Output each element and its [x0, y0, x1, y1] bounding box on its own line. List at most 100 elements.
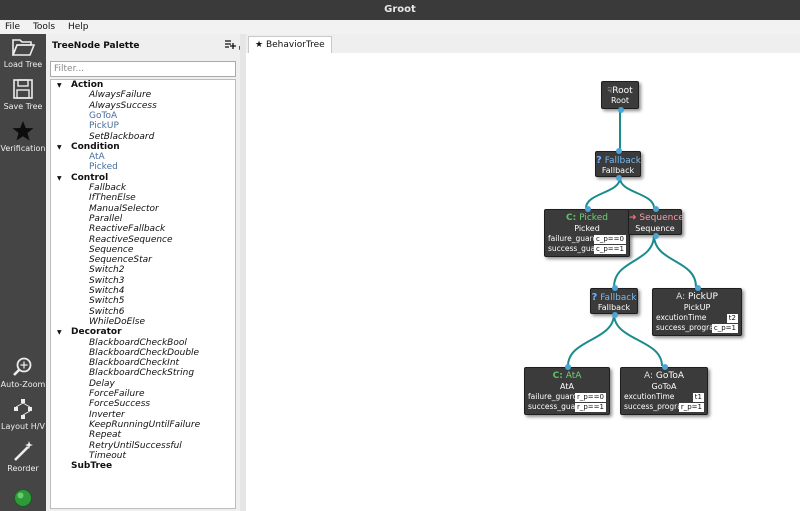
panel-splitter[interactable] [240, 34, 246, 511]
palette-item[interactable]: Repeat [89, 430, 122, 441]
folder-open-icon [11, 39, 35, 56]
port-value[interactable]: r_p=1 [678, 403, 704, 412]
layout-button[interactable]: Layout H/V [0, 398, 46, 431]
edge-fallback-sequence [619, 177, 655, 209]
palette-item[interactable]: BlackboardCheckDouble [89, 347, 200, 358]
node-fallback-1-name: Fallback [601, 166, 635, 175]
load-tree-button[interactable]: Load Tree [0, 36, 46, 69]
auto-zoom-button[interactable]: Auto-Zoom [0, 356, 46, 389]
node-picked[interactable]: C: Picked Picked failure_guard c_p==0 su… [544, 206, 630, 257]
menu-help[interactable]: Help [67, 22, 89, 32]
palette-item[interactable]: SequenceStar [89, 255, 152, 266]
palette-item[interactable]: IfThenElse [89, 193, 136, 204]
node-fallback-1[interactable]: ? Fallback Fallback [595, 148, 641, 181]
palette-item[interactable]: Switch5 [89, 296, 125, 307]
palette-item[interactable]: ReactiveSequence [89, 234, 173, 245]
palette-item[interactable]: Switch3 [89, 275, 125, 286]
palette-item[interactable]: BlackboardCheckBool [89, 337, 187, 348]
palette-item[interactable]: ManualSelector [89, 203, 159, 214]
palette-title: TreeNode Palette [52, 41, 140, 51]
port-in[interactable] [565, 364, 571, 370]
port-value[interactable]: c_p==0 [594, 235, 626, 244]
status-led-icon [14, 489, 32, 507]
palette-item[interactable]: Delay [89, 378, 115, 389]
expand-arrow-icon[interactable]: ▼ [57, 82, 62, 89]
save-tree-button[interactable]: Save Tree [0, 78, 46, 111]
palette-item[interactable]: ForceSuccess [89, 399, 151, 410]
palette-item[interactable]: BlackboardCheckString [89, 368, 195, 379]
port-in[interactable] [612, 285, 618, 291]
port-in[interactable] [695, 285, 701, 291]
palette-item[interactable]: RetryUntilSuccessful [89, 440, 182, 451]
palette-category-decorator[interactable]: ▼Decorator [57, 327, 122, 337]
expand-arrow-icon[interactable]: ▼ [57, 143, 62, 151]
node-gotoa[interactable]: A: GoToA GoToA excutionTime t1 success_p… [620, 364, 708, 415]
palette-item[interactable]: AlwaysFailure [89, 90, 152, 101]
palette-item[interactable]: KeepRunningUntilFailure [89, 419, 201, 430]
port-value[interactable]: c_p==1 [594, 245, 626, 254]
palette-item[interactable]: SetBlackboard [89, 131, 155, 142]
node-fallback-2[interactable]: ? Fallback Fallback [590, 285, 638, 318]
port-in[interactable] [653, 206, 659, 212]
palette-item[interactable]: WhileDoElse [89, 316, 145, 327]
palette-item[interactable]: Switch6 [89, 306, 125, 317]
port-in[interactable] [616, 148, 622, 154]
palette-item[interactable]: Timeout [89, 450, 127, 461]
port-out[interactable] [618, 107, 624, 113]
port-in[interactable] [585, 206, 591, 212]
palette-item[interactable]: Switch2 [89, 265, 125, 276]
palette-item[interactable]: BlackboardCheckInt [89, 358, 180, 369]
port-value[interactable]: c_p=1 [711, 324, 738, 333]
palette-item[interactable]: Sequence [89, 244, 134, 255]
root-tree-icon: ☟ [607, 86, 613, 95]
menu-tools[interactable]: Tools [32, 22, 56, 32]
node-pickup[interactable]: A: PickUP PickUP excutionTime t2 success… [652, 285, 742, 336]
palette-item[interactable]: GoToA [89, 110, 118, 121]
palette-item[interactable]: Inverter [89, 409, 125, 420]
palette-item[interactable]: AtA [89, 152, 105, 163]
tab-behaviortree[interactable]: ★ BehaviorTree [248, 36, 332, 53]
node-sequence[interactable]: ➜ Sequence Sequence [628, 206, 684, 239]
port-value[interactable]: t1 [692, 393, 704, 402]
palette-item[interactable]: Picked [89, 162, 118, 173]
port-in[interactable] [662, 364, 668, 370]
expand-arrow-icon[interactable]: ▼ [57, 174, 62, 182]
reorder-button[interactable]: Reorder [0, 440, 46, 473]
node-root-header: ☟Root [607, 86, 633, 96]
tree-canvas[interactable]: ☟Root Root ? Fallback Fallback C: Picked… [246, 53, 800, 511]
expand-arrow-icon[interactable]: ▼ [57, 329, 62, 337]
port-value[interactable]: r_p==1 [574, 403, 606, 412]
port-value[interactable]: r_p==0 [574, 393, 606, 402]
node-fallback-2-header: ? Fallback [591, 292, 637, 303]
palette-category-condition[interactable]: ▼Condition [57, 142, 120, 152]
node-picked-header: C: Picked [566, 213, 608, 223]
verification-button[interactable]: Verification [0, 120, 46, 153]
port-out[interactable] [616, 175, 622, 181]
tab-bar: ★ BehaviorTree [246, 34, 800, 53]
node-pickup-header: A: PickUP [676, 292, 718, 302]
palette-category-control[interactable]: ▼Control [57, 173, 108, 183]
port-out[interactable] [612, 312, 618, 318]
palette-item[interactable]: ReactiveFallback [89, 224, 166, 235]
node-sequence-header: ➜ Sequence [629, 213, 684, 223]
palette-item[interactable]: ForceFailure [89, 389, 145, 399]
save-tree-label: Save Tree [3, 102, 43, 111]
add-node-icon[interactable] [224, 38, 236, 50]
menu-file[interactable]: File [5, 22, 21, 32]
palette-category-action[interactable]: ▼Action [57, 80, 103, 90]
port-value[interactable]: t2 [726, 314, 738, 323]
palette-item[interactable]: Switch4 [89, 286, 125, 296]
node-ata[interactable]: C: AtA AtA failure_guard r_p==0 success_… [524, 364, 610, 415]
question-icon: ? [596, 155, 602, 166]
palette-item[interactable]: PickUP [89, 121, 119, 132]
palette-category-subtree[interactable]: SubTree [57, 461, 112, 471]
node-sequence-name: Sequence [635, 224, 675, 233]
palette-item[interactable]: Fallback [89, 183, 127, 193]
node-root[interactable]: ☟Root Root [601, 81, 639, 113]
node-picked-name: Picked [574, 224, 600, 233]
port-out[interactable] [653, 233, 659, 239]
palette-item[interactable]: Parallel [89, 213, 123, 224]
layout-label: Layout H/V [1, 422, 45, 431]
filter-input[interactable] [50, 61, 236, 77]
palette-item[interactable]: AlwaysSuccess [89, 100, 157, 111]
